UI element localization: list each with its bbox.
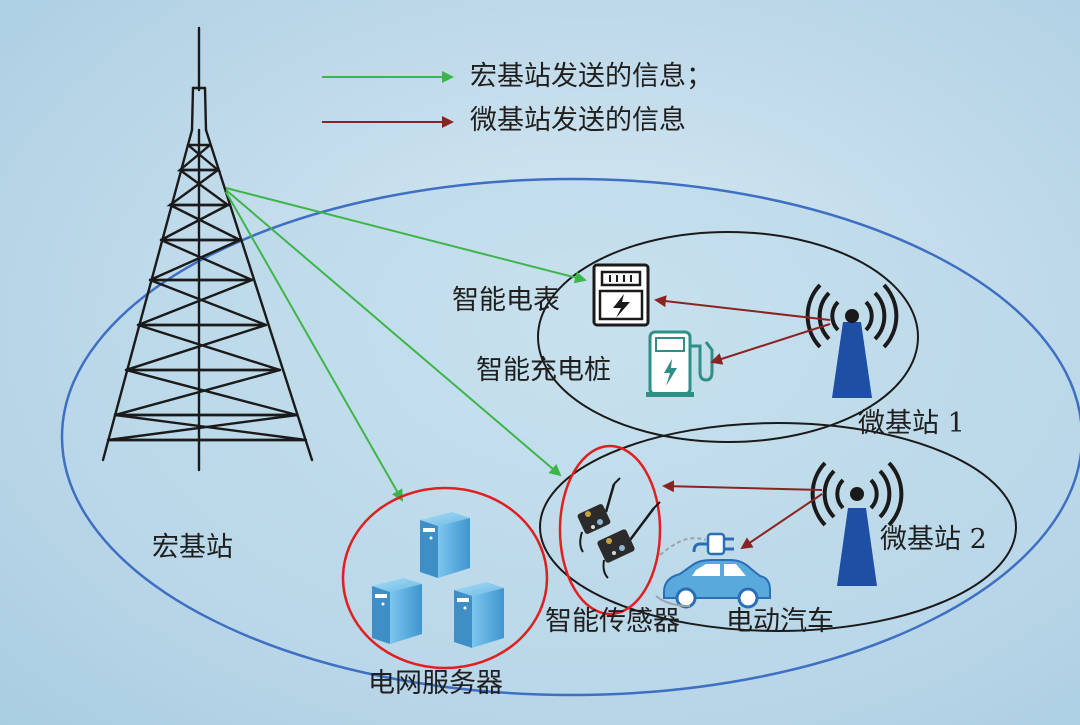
macro-station-label: 宏基站 [152,532,233,563]
grid-server-label: 电网服务器 [368,668,503,699]
micro-cell-2 [539,422,1017,632]
smart-sensor-label: 智能传感器 [545,606,680,637]
micro-cell-1 [537,231,919,443]
server-highlight-circle [341,486,549,670]
macro-arrow-meter [225,187,587,284]
server-icon [454,582,504,648]
smart-charger-label: 智能充电桩 [476,355,611,386]
server-icon [420,512,470,578]
sensor-icon [597,501,661,579]
server-icon [372,578,422,644]
sensor-icon [577,477,621,553]
legend-micro-label: 微基站发送的信息 [470,105,686,136]
plug-icon [659,532,734,556]
legend-macro-label: 宏基站发送的信息； [470,61,713,92]
car-icon [655,559,771,609]
micro-arrow-charger [710,323,831,365]
tower-icon [101,26,314,472]
smart-meter-label: 智能电表 [452,285,560,316]
charger-icon [646,330,714,397]
micro-station-1-label: 微基站 1 [858,408,965,439]
sensor-highlight-circle [558,444,662,616]
antenna-icon [805,283,899,398]
micro-arrow-meter [654,295,831,321]
macro-arrow-sensor [225,189,562,477]
micro-arrow-sensor [662,480,823,493]
meter-icon [592,263,650,327]
macro-arrow-server [225,191,403,502]
micro-arrow-ev [740,493,823,550]
ev-label: 电动汽车 [726,606,834,637]
macro-coverage-ellipse [60,177,1080,697]
micro-station-2-label: 微基站 2 [880,524,987,555]
antenna-icon [810,461,904,586]
